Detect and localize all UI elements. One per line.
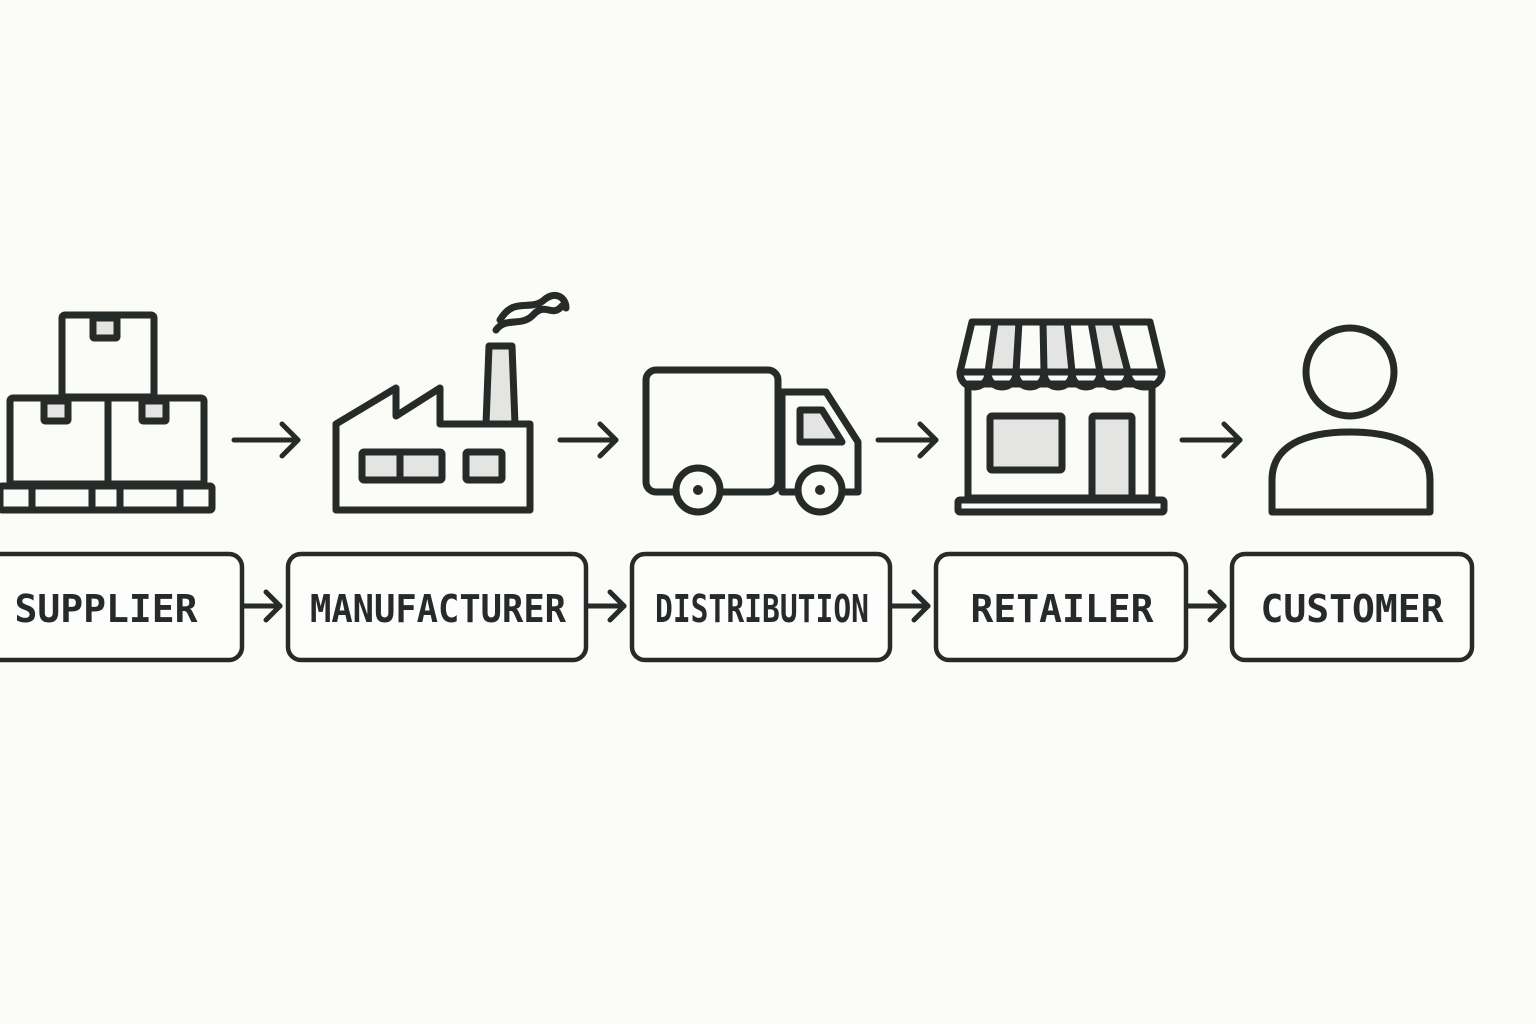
stage-customer: CUSTOMER [1229,551,1475,663]
person-icon [1268,324,1434,516]
stage-label: CUSTOMER [1260,587,1443,631]
label-flow-arrows [241,589,1227,623]
arrow-icon [557,421,619,459]
arrow-icon [1179,421,1243,459]
arrow-icon [889,589,931,623]
stage-label: RETAILER [970,587,1153,631]
arrow-icon [875,421,939,459]
stage-label: DISTRIBUTION [655,587,869,631]
stage-box [1229,551,1475,663]
stage-retailer: RETAILER [933,551,1189,663]
storefront-icon [954,318,1168,516]
icon-flow-arrows [231,421,1243,459]
stage-manufacturer: MANUFACTURER [285,551,589,663]
arrow-icon [241,589,283,623]
stage-label: MANUFACTURER [310,587,566,631]
factory-icon [332,292,570,514]
stage-label: SUPPLIER [14,587,197,631]
arrow-icon [1185,589,1227,623]
stage-supplier: SUPPLIER [0,551,245,663]
arrow-icon [231,421,301,459]
stacked-boxes-icon [0,311,216,514]
stage-distribution: DISTRIBUTION [629,551,893,663]
delivery-truck-icon [642,366,862,516]
arrow-icon [585,589,627,623]
